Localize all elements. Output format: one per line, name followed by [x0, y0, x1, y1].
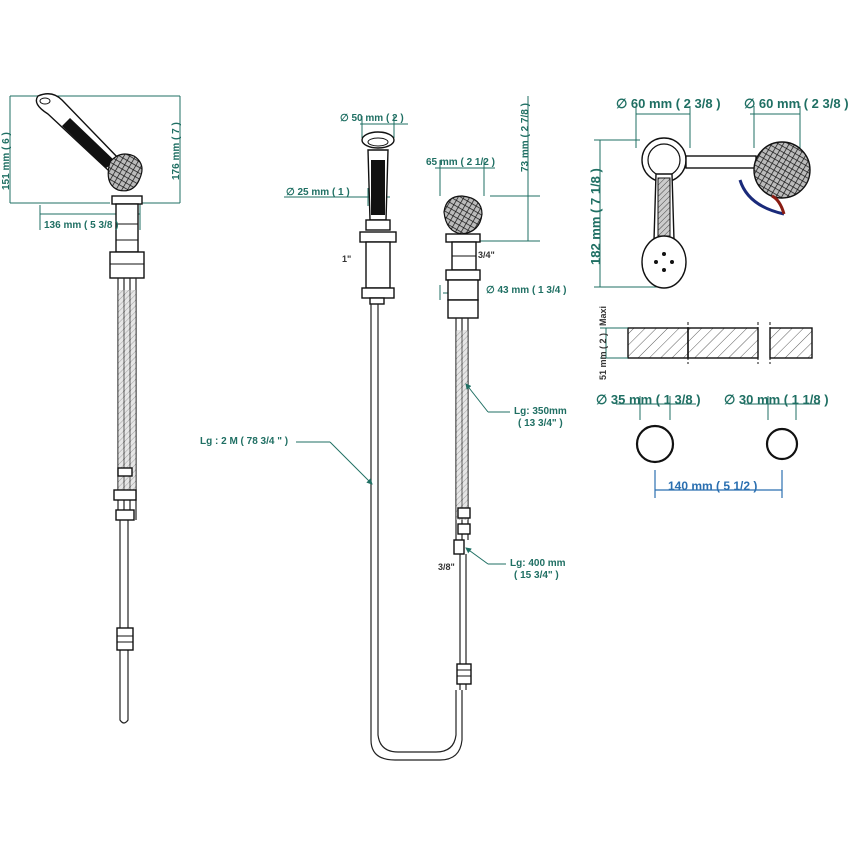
left-nut	[109, 251, 145, 279]
dim-151: 151 mm ( 6 )	[1, 132, 12, 190]
dim-d35: ∅ 35 mm ( 1 3/8 )	[596, 392, 701, 407]
dim-d43: ∅ 43 mm ( 1 3/4 )	[486, 285, 566, 296]
top-view-handshower	[641, 173, 687, 289]
dim-d50: ∅ 50 mm ( 2 )	[340, 113, 404, 124]
dim-182: 182 mm ( 7 1/8 )	[588, 168, 603, 265]
center-body	[365, 241, 391, 289]
dim-lg350-in: ( 13 3/4" )	[518, 418, 563, 429]
mounting-holes	[616, 396, 820, 498]
center-holder-knob	[443, 195, 483, 235]
right-view: ∅ 60 mm ( 2 3/8 ) ∅ 60 mm ( 2 3/8 ) 182 …	[588, 96, 849, 498]
thread-38in: 3/8"	[438, 562, 455, 572]
center-view: ∅ 50 mm ( 2 ) ∅ 25 mm ( 1 ) 1" 73 mm ( 2…	[200, 96, 567, 761]
dim-51: 51 mm ( 2 )	[598, 333, 608, 380]
dim-136: 136 mm ( 5 3/8 )	[44, 220, 118, 231]
dim-d30: ∅ 30 mm ( 1 1/8 )	[724, 392, 829, 407]
center-handshower	[361, 131, 395, 231]
dim-lg400-in: ( 15 3/4" )	[514, 570, 559, 581]
thread-1in: 1"	[342, 254, 351, 264]
dim-65: 65 mm ( 2 1/2 )	[426, 157, 495, 168]
dim-d60b: ∅ 60 mm ( 2 3/8 )	[744, 96, 849, 111]
dim-176: 176 mm ( 7 )	[171, 122, 182, 180]
left-view: 151 mm ( 6 ) 176 mm ( 7 ) 136 mm ( 5 3/8…	[1, 93, 182, 724]
deck-section	[600, 322, 813, 364]
dim-73: 73 mm ( 2 7/8 )	[520, 103, 531, 172]
dim-lg400: Lg: 400 mm	[510, 558, 566, 569]
left-flange	[111, 195, 143, 205]
dim-lg2m: Lg : 2 M ( 78 3/4 " )	[200, 436, 288, 447]
dim-d25: ∅ 25 mm ( 1 )	[286, 187, 350, 198]
maxi-label: Maxi	[598, 306, 608, 326]
center-flange-1	[359, 231, 397, 243]
center-hose-2m	[370, 304, 463, 761]
dim-d60a: ∅ 60 mm ( 2 3/8 )	[616, 96, 721, 111]
left-knob	[107, 153, 143, 192]
dim-140: 140 mm ( 5 1/2 )	[668, 479, 757, 493]
dim-lg350: Lg: 350mm	[514, 406, 567, 417]
left-handshower	[35, 93, 122, 171]
top-view-holder	[641, 137, 811, 216]
left-body	[115, 203, 139, 253]
thread-34in: 3/4"	[478, 250, 495, 260]
